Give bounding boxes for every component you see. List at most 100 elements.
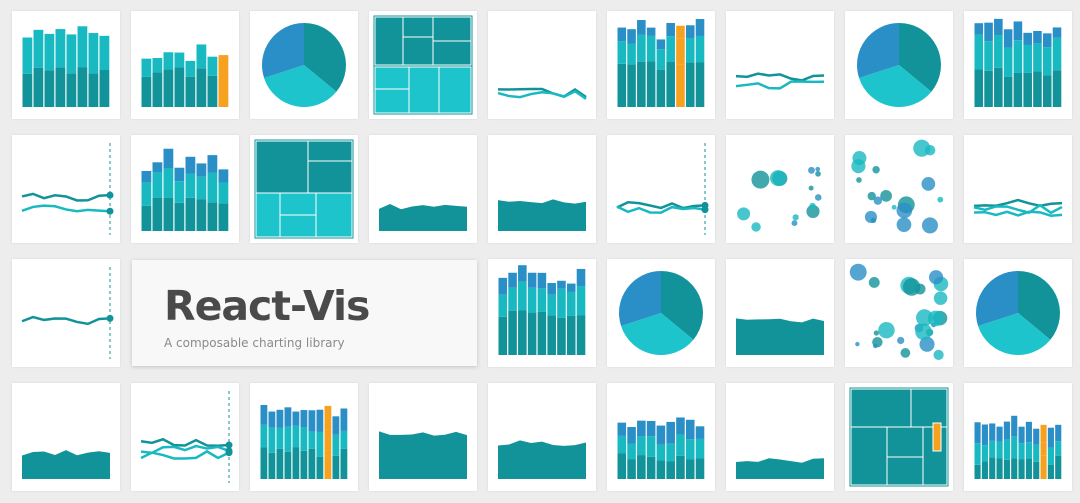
scatter-point: [737, 207, 751, 221]
stacked-bar-highlight-tile-1[interactable]: [131, 11, 239, 119]
line-series: [140, 444, 230, 455]
scatter-tile-1[interactable]: [726, 135, 834, 243]
bar-segment: [292, 411, 300, 426]
bar-segment: [637, 420, 646, 437]
scatter-tile-2[interactable]: [845, 135, 953, 243]
thumbnail-chart: [616, 143, 709, 235]
line-crosshair-tile-4[interactable]: [131, 383, 239, 491]
line-series: [140, 437, 230, 447]
thumbnail-chart: [21, 143, 114, 235]
bar-segment: [656, 49, 666, 70]
bar-segment: [1025, 421, 1032, 443]
stacked-bar-tile-3[interactable]: [131, 135, 239, 243]
stacked-bar-tile-1[interactable]: [12, 11, 120, 119]
bar-segment: [666, 443, 675, 462]
bar-segment: [537, 311, 547, 355]
bar-segment: [1052, 70, 1062, 107]
area-band: [736, 458, 824, 479]
thumbnail-chart: [976, 271, 1060, 355]
scatter-point: [933, 291, 948, 305]
bar-segment: [518, 310, 527, 355]
stacked-bar-highlight-tile-3[interactable]: [250, 383, 358, 491]
line-tile-3[interactable]: [964, 135, 1072, 243]
line-crosshair-tile-3[interactable]: [12, 259, 120, 367]
pie-tile-1[interactable]: [250, 11, 358, 119]
pie-tile-3[interactable]: [607, 259, 715, 367]
bar-segment: [1013, 21, 1023, 41]
stacked-bar-tile-5[interactable]: [607, 383, 715, 491]
bar-segment: [637, 455, 646, 479]
treemap-cell: [886, 456, 924, 486]
bar-segment: [1018, 426, 1025, 444]
area-tile-5[interactable]: [369, 383, 477, 491]
treemap-cell: [850, 426, 888, 486]
treemap-tile-2[interactable]: [250, 135, 358, 243]
pie-slice: [619, 271, 661, 326]
area-tile-3[interactable]: [726, 259, 834, 367]
bar-segment: [981, 445, 988, 462]
hero-card[interactable]: React-Vis A composable charting library: [132, 260, 477, 366]
bar-segment: [163, 52, 174, 70]
scatter-point: [851, 159, 866, 174]
line-tile-2[interactable]: [726, 11, 834, 119]
stacked-bar-highlight-tile-4[interactable]: [964, 383, 1072, 491]
bar-segment: [152, 162, 163, 173]
bar-segment: [1042, 47, 1052, 76]
bar-segment: [527, 312, 537, 355]
treemap-cell: [402, 36, 434, 66]
bar-segment: [676, 417, 685, 435]
treemap-cell: [432, 16, 472, 42]
treemap-tile-1[interactable]: [369, 11, 477, 119]
bar-segment: [676, 434, 685, 456]
bar-segment: [656, 69, 666, 107]
area-tile-6[interactable]: [488, 383, 596, 491]
treemap-tile-3[interactable]: [845, 383, 953, 491]
thumbnail-chart: [974, 18, 1062, 107]
scatter-point: [791, 220, 798, 227]
thumbnail-chart: [253, 138, 355, 240]
scatter-point: [806, 204, 820, 218]
bar-segment: [1023, 44, 1032, 73]
bar-segment: [974, 23, 984, 35]
stacked-bar-tile-2[interactable]: [964, 11, 1072, 119]
bar-segment: [196, 68, 207, 107]
stacked-bar-highlight-tile-2[interactable]: [607, 11, 715, 119]
area-tile-2[interactable]: [488, 135, 596, 243]
hero-subtitle: A composable charting library: [164, 336, 345, 350]
bar-segment: [996, 426, 1003, 442]
area-band: [736, 318, 824, 355]
line-series: [21, 192, 111, 202]
line-crosshair-tile-1[interactable]: [12, 135, 120, 243]
stacked-bar-tile-4[interactable]: [488, 259, 596, 367]
line-crosshair-tile-2[interactable]: [607, 135, 715, 243]
bar-segment: [300, 450, 308, 479]
bar-segment: [196, 176, 207, 200]
thumbnail-chart: [848, 386, 950, 488]
bar-segment: [185, 76, 196, 107]
scatter-tile-3[interactable]: [845, 259, 953, 367]
area-tile-7[interactable]: [726, 383, 834, 491]
bar-segment: [174, 181, 185, 203]
bar-segment: [617, 41, 627, 64]
bar-segment: [152, 172, 163, 198]
bar-segment: [1003, 29, 1013, 48]
bar-segment: [1040, 442, 1047, 456]
thumbnail-chart: [857, 23, 941, 107]
scatter-point: [891, 204, 897, 210]
thumbnail-chart: [619, 271, 703, 355]
thumbnail-chart: [140, 391, 233, 483]
scatter-point: [896, 202, 913, 219]
pie-slice: [621, 313, 694, 355]
pie-tile-4[interactable]: [964, 259, 1072, 367]
pie-tile-2[interactable]: [845, 11, 953, 119]
bar-segment: [88, 33, 99, 74]
area-tile-1[interactable]: [369, 135, 477, 243]
line-series: [973, 198, 1063, 208]
scatter-point: [864, 210, 878, 224]
bar-segment: [33, 67, 44, 107]
area-tile-4[interactable]: [12, 383, 120, 491]
bar-segment: [498, 294, 508, 317]
line-tile-1[interactable]: [488, 11, 596, 119]
bar-segment: [1052, 27, 1062, 38]
pie-slice: [304, 23, 346, 92]
